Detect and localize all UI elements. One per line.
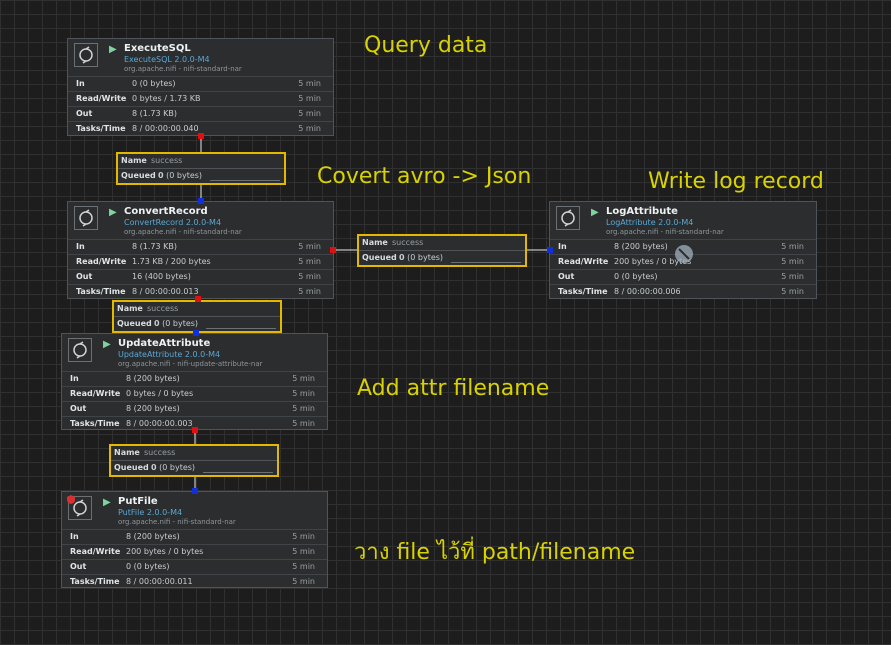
processor-bundle: org.apache.nifi - nifi-standard-nar bbox=[124, 65, 242, 73]
processor-type: LogAttribute 2.0.0-M4 bbox=[606, 218, 694, 227]
processor-type: ConvertRecord 2.0.0-M4 bbox=[124, 218, 222, 227]
processor-name: ConvertRecord bbox=[124, 206, 208, 217]
running-icon: ▶ bbox=[591, 207, 599, 218]
running-icon: ▶ bbox=[103, 497, 111, 508]
processor-icon bbox=[74, 43, 98, 67]
processor-bundle: org.apache.nifi - nifi-standard-nar bbox=[118, 518, 236, 526]
processor-icon bbox=[68, 338, 92, 362]
connection-source-point[interactable] bbox=[198, 133, 204, 139]
connection-source-point[interactable] bbox=[330, 247, 336, 253]
processor-name: LogAttribute bbox=[606, 206, 678, 217]
mouse-cursor-icon bbox=[675, 245, 693, 263]
queue-bar bbox=[451, 262, 521, 263]
running-icon: ▶ bbox=[109, 44, 117, 55]
processor-type: PutFile 2.0.0-M4 bbox=[118, 508, 183, 517]
processor-name: PutFile bbox=[118, 496, 158, 507]
processor-logattribute[interactable]: ▶ LogAttribute LogAttribute 2.0.0-M4 org… bbox=[549, 201, 817, 299]
processor-name: UpdateAttribute bbox=[118, 338, 211, 349]
processor-updateattribute[interactable]: ▶ UpdateAttribute UpdateAttribute 2.0.0-… bbox=[61, 333, 328, 430]
label-write-log-record[interactable]: Write log record bbox=[648, 169, 824, 194]
running-icon: ▶ bbox=[109, 207, 117, 218]
connection-target-point[interactable] bbox=[193, 330, 199, 336]
label-query-data[interactable]: Query data bbox=[364, 33, 488, 58]
processor-type: UpdateAttribute 2.0.0-M4 bbox=[118, 350, 221, 359]
queue-bar bbox=[210, 180, 280, 181]
connection-source-point[interactable] bbox=[192, 427, 198, 433]
queue-bar bbox=[203, 472, 273, 473]
label-put-file-path[interactable]: วาง file ไว้ที่ path/filename bbox=[354, 540, 636, 565]
connection-target-point[interactable] bbox=[547, 247, 553, 253]
connection-target-point[interactable] bbox=[198, 198, 204, 204]
processor-bundle: org.apache.nifi - nifi-standard-nar bbox=[606, 228, 724, 236]
processor-convertrecord[interactable]: ▶ ConvertRecord ConvertRecord 2.0.0-M4 o… bbox=[67, 201, 334, 299]
label-convert-avro-json[interactable]: Covert avro -> Json bbox=[317, 164, 532, 189]
processor-icon bbox=[556, 206, 580, 230]
connection-source-point[interactable] bbox=[195, 296, 201, 302]
restricted-shield-icon bbox=[67, 495, 75, 504]
queue-bar bbox=[206, 328, 276, 329]
processor-putfile[interactable]: ▶ PutFile PutFile 2.0.0-M4 org.apache.ni… bbox=[61, 491, 328, 588]
processor-bundle: org.apache.nifi - nifi-update-attribute-… bbox=[118, 360, 263, 368]
processor-executesql[interactable]: ▶ ExecuteSQL ExecuteSQL 2.0.0-M4 org.apa… bbox=[67, 38, 334, 136]
connection-target-point[interactable] bbox=[192, 488, 198, 494]
processor-type: ExecuteSQL 2.0.0-M4 bbox=[124, 55, 210, 64]
label-add-attr-filename[interactable]: Add attr filename bbox=[357, 376, 550, 401]
processor-name: ExecuteSQL bbox=[124, 43, 191, 54]
processor-bundle: org.apache.nifi - nifi-standard-nar bbox=[124, 228, 242, 236]
processor-icon bbox=[74, 206, 98, 230]
running-icon: ▶ bbox=[103, 339, 111, 350]
